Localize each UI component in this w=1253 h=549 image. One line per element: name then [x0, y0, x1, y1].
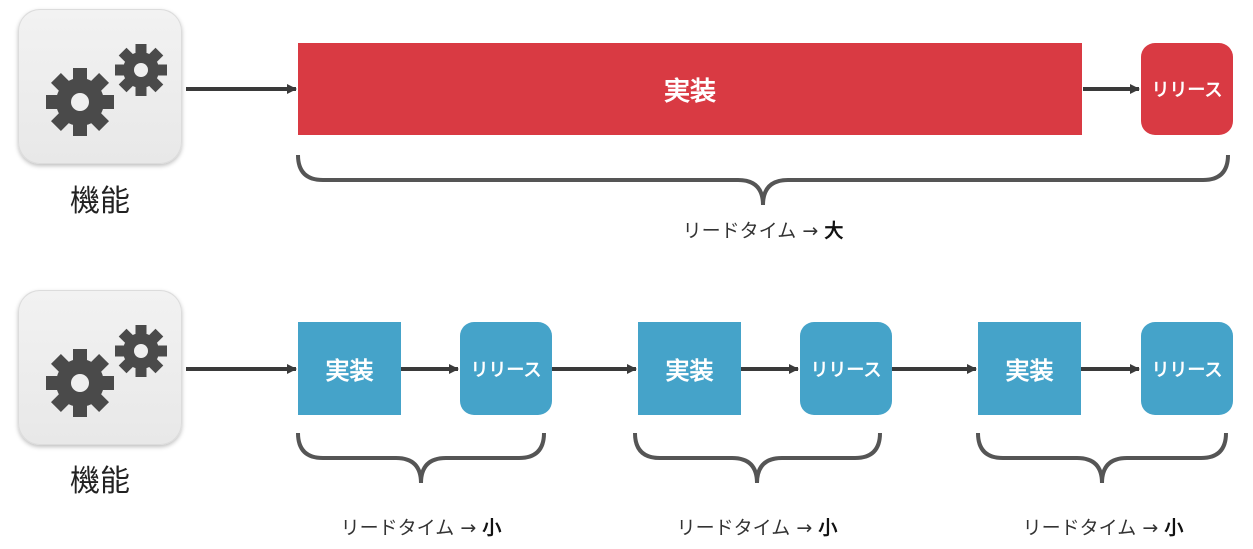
lead-time-label: リードタイム → 小: [326, 513, 516, 540]
release-box: リリース: [460, 322, 552, 415]
lead-time-label: リードタイム → 小: [662, 513, 852, 540]
lead-time-brace: [296, 154, 1230, 206]
lead-time-brace: [633, 432, 882, 484]
feature-label: 機能: [70, 464, 130, 499]
feature-icon-box: [18, 9, 182, 164]
lead-time-value: 大: [824, 220, 844, 242]
lead-time-text: リードタイム →: [682, 220, 819, 242]
lead-time-text: リードタイム →: [1022, 517, 1159, 539]
gears-icon: [46, 325, 167, 417]
lead-time-label: リードタイム → 小: [1008, 513, 1198, 540]
lead-time-value: 小: [482, 517, 502, 539]
lead-time-brace: [296, 432, 546, 484]
release-box: リリース: [1141, 43, 1233, 135]
implement-box: 実装: [298, 322, 401, 415]
lead-time-brace: [976, 432, 1228, 484]
lead-time-value: 小: [1164, 517, 1184, 539]
feature-label: 機能: [70, 184, 130, 219]
release-box: リリース: [800, 322, 892, 415]
lead-time-text: リードタイム →: [340, 517, 477, 539]
release-box: リリース: [1141, 322, 1233, 415]
implement-bar: 実装: [298, 43, 1082, 135]
lead-time-text: リードタイム →: [676, 517, 813, 539]
lead-time-value: 小: [818, 517, 838, 539]
implement-box: 実装: [638, 322, 741, 415]
gears-icon: [46, 44, 167, 136]
lead-time-label: リードタイム → 大: [663, 216, 863, 243]
implement-box: 実装: [978, 322, 1081, 415]
feature-icon-box: [18, 290, 182, 445]
